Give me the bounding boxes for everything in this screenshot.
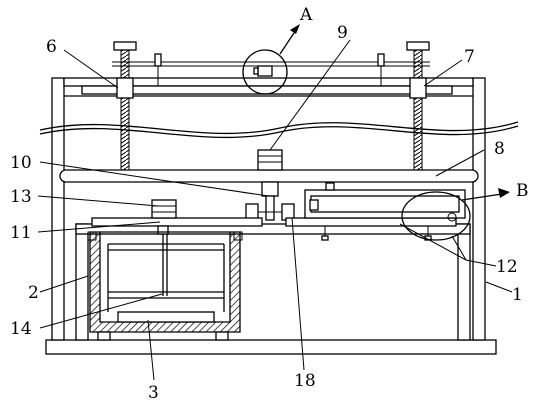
frame xyxy=(51,77,486,341)
upper-beam xyxy=(81,53,453,95)
right-assembly xyxy=(285,182,466,241)
label-7: 7 xyxy=(464,47,475,67)
label-18: 18 xyxy=(294,371,316,391)
label-14: 14 xyxy=(10,319,32,339)
inner-frame xyxy=(107,234,225,323)
lead-screw-left xyxy=(113,41,137,183)
lifting-plate xyxy=(59,169,479,183)
detail-circle-a xyxy=(242,24,300,95)
label-6: 6 xyxy=(46,37,57,57)
label-8: 8 xyxy=(494,139,505,159)
label-3: 3 xyxy=(148,383,159,403)
center-motor xyxy=(245,149,295,221)
container-box xyxy=(87,231,243,341)
label-detail-b: B xyxy=(516,181,529,201)
label-1: 1 xyxy=(512,285,523,305)
label-13: 13 xyxy=(10,187,32,207)
label-2: 2 xyxy=(28,283,39,303)
left-plate xyxy=(91,199,263,235)
label-detail-a: A xyxy=(299,5,313,25)
break-lines xyxy=(39,121,519,139)
part-labels: 6 A 9 7 10 8 13 B 11 12 2 1 14 3 18 xyxy=(10,5,529,403)
leader-lines xyxy=(37,39,513,381)
lead-screw-right xyxy=(406,41,430,183)
label-12: 12 xyxy=(496,257,518,277)
base-plate xyxy=(45,339,497,355)
label-9: 9 xyxy=(337,23,348,43)
label-10: 10 xyxy=(10,153,32,173)
label-11: 11 xyxy=(10,223,32,243)
detail-circle-b xyxy=(401,188,510,241)
